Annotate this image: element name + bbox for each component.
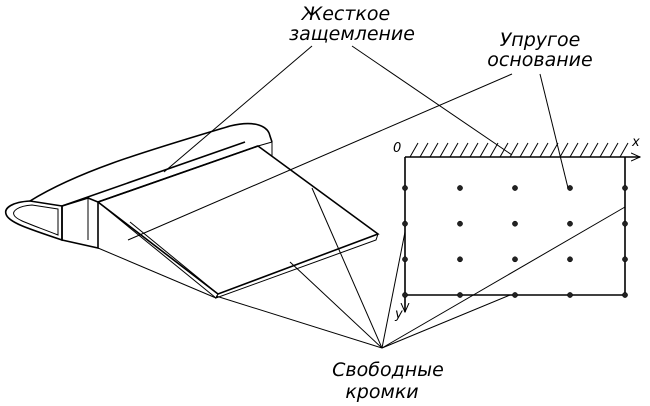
hatch-mark: [459, 142, 469, 158]
hatch-mark: [439, 142, 449, 158]
support-node: [567, 220, 573, 227]
x-axis-label: x: [631, 135, 640, 150]
plate-diagonal-2: [129, 221, 219, 295]
support-node: [457, 185, 463, 191]
hatch-mark: [429, 142, 439, 158]
hatch-mark: [469, 142, 479, 158]
support-node: [512, 185, 518, 191]
support-node: [457, 292, 463, 298]
airfoil-inner: [13, 204, 59, 236]
support-node: [402, 220, 408, 227]
hatch-mark: [479, 142, 489, 158]
support-node: [567, 292, 573, 298]
wing-upper-surface: [29, 122, 273, 202]
leader-clamp-wing: [163, 45, 313, 173]
spar-top-edge: [61, 141, 246, 207]
label-base-line2: основание: [487, 49, 592, 71]
support-node: [622, 185, 628, 191]
hatch-mark: [489, 142, 499, 158]
hatch-mark: [549, 142, 559, 158]
hatch-mark: [609, 142, 619, 158]
elastic-support-nodes: [402, 185, 628, 298]
leader-edge-6: [381, 294, 511, 349]
leader-clamp-plate: [351, 45, 513, 156]
leader-edge-4: [381, 231, 406, 349]
hatch-mark: [419, 142, 429, 158]
airfoil-outer: [4, 200, 63, 242]
label-edges-line2: кромки: [345, 381, 418, 403]
support-node: [457, 220, 463, 227]
support-node: [567, 256, 573, 263]
spar-front: [61, 197, 99, 249]
label-edges-line1: Свободные: [332, 359, 444, 381]
support-node: [512, 292, 518, 298]
leader-base-plate: [539, 73, 569, 189]
wing-drawing: [4, 122, 380, 299]
leader-edge-3: [215, 295, 383, 349]
support-node: [622, 220, 628, 227]
leader-edge-5: [381, 206, 626, 349]
label-base-line1: Упругое: [500, 29, 581, 51]
root-joint: [257, 141, 273, 147]
plate-underside: [97, 247, 217, 299]
hatch-mark: [449, 142, 459, 158]
hatch-mark: [589, 142, 599, 158]
support-node: [622, 292, 628, 298]
hatch-mark: [529, 142, 539, 158]
support-node: [402, 185, 408, 191]
support-node: [457, 256, 463, 263]
hatch-mark: [559, 142, 569, 158]
support-node: [402, 256, 408, 263]
support-node: [567, 185, 573, 191]
support-node: [622, 256, 628, 263]
clamp-hatching: [409, 142, 629, 158]
hatch-mark: [539, 142, 549, 158]
leader-base-wing: [127, 73, 513, 241]
plate-diagonal-1: [97, 201, 217, 299]
support-node: [402, 292, 408, 298]
hatch-mark: [519, 142, 529, 158]
hatch-mark: [409, 142, 419, 158]
plate-scheme: 0 x y: [393, 135, 640, 322]
hatch-mark: [569, 142, 579, 158]
support-node: [512, 256, 518, 263]
label-clamp-line2: защемление: [289, 23, 415, 45]
hatch-mark: [579, 142, 589, 158]
origin-label: 0: [393, 141, 401, 156]
leader-lines: [127, 45, 626, 349]
leader-edge-2: [289, 261, 383, 349]
label-clamp-line1: Жесткое: [301, 3, 390, 25]
leader-edge-1: [311, 187, 383, 349]
plate-surface: [96, 145, 380, 295]
hatch-mark: [599, 142, 609, 158]
support-node: [512, 220, 518, 227]
y-axis-label: y: [394, 307, 403, 322]
hatch-mark: [619, 142, 629, 158]
